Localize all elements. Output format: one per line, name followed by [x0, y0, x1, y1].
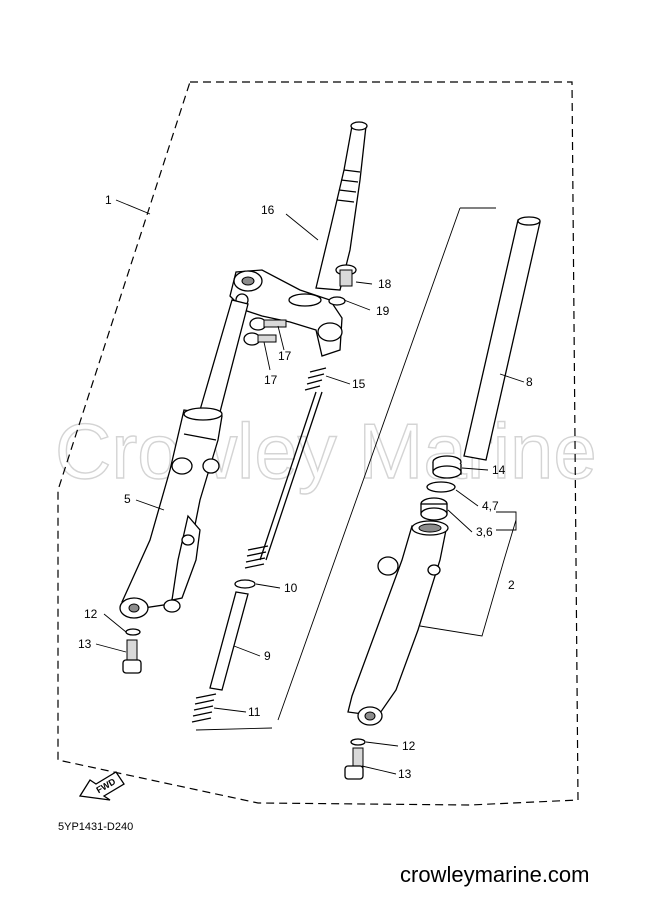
washer-12-right [350, 738, 366, 746]
bolt-18 [335, 264, 357, 287]
bushing-3-6 [420, 497, 448, 521]
bolt-17-lower [243, 332, 277, 346]
watermark: Crowley Marine [55, 407, 597, 495]
callout-1: 1 [105, 193, 112, 207]
left-fork-tube [199, 299, 249, 413]
circlip-4-7 [426, 481, 456, 493]
oil-seal-14 [432, 455, 462, 479]
ring-10 [234, 579, 256, 589]
callout-10: 10 [284, 581, 298, 595]
bolt-17-upper [249, 317, 287, 331]
spring-15 [304, 367, 327, 391]
callout-13-right: 13 [398, 767, 412, 781]
washer-19 [328, 296, 346, 306]
callout-12-left: 12 [84, 607, 98, 621]
callout-18: 18 [378, 277, 392, 291]
callout-17-lower: 17 [264, 373, 278, 387]
callout-9: 9 [264, 649, 271, 663]
callout-11: 11 [248, 705, 261, 719]
diagram-code: 5YP1431-D240 [58, 821, 133, 833]
callout-15: 15 [352, 377, 366, 391]
callout-8: 8 [526, 375, 533, 389]
callout-14: 14 [492, 463, 506, 477]
callout-3-6: 3,6 [476, 525, 493, 539]
spring-11 [191, 693, 217, 723]
washer-12-left [125, 628, 141, 636]
damper-assembly [191, 367, 327, 723]
right-fork-assembly [344, 216, 541, 780]
callout-19: 19 [376, 304, 390, 318]
fwd-arrow-icon: FWD [78, 771, 125, 801]
bracket-2 [419, 511, 517, 637]
damper-rod-9 [209, 591, 249, 691]
callout-16: 16 [261, 203, 275, 217]
left-fork-assembly [119, 121, 368, 674]
right-outer-tube [347, 525, 447, 717]
callout-13-left: 13 [78, 637, 92, 651]
bolt-13-right [344, 747, 364, 780]
callout-12-right: 12 [402, 739, 416, 753]
callout-2: 2 [508, 578, 515, 592]
callout-17-upper: 17 [278, 349, 292, 363]
bolt-13-left [122, 639, 142, 674]
footer-site: crowleymarine.com [400, 862, 590, 887]
callout-4-7: 4,7 [482, 499, 499, 513]
assembly-boundary [57, 81, 579, 806]
callout-5: 5 [124, 492, 131, 506]
